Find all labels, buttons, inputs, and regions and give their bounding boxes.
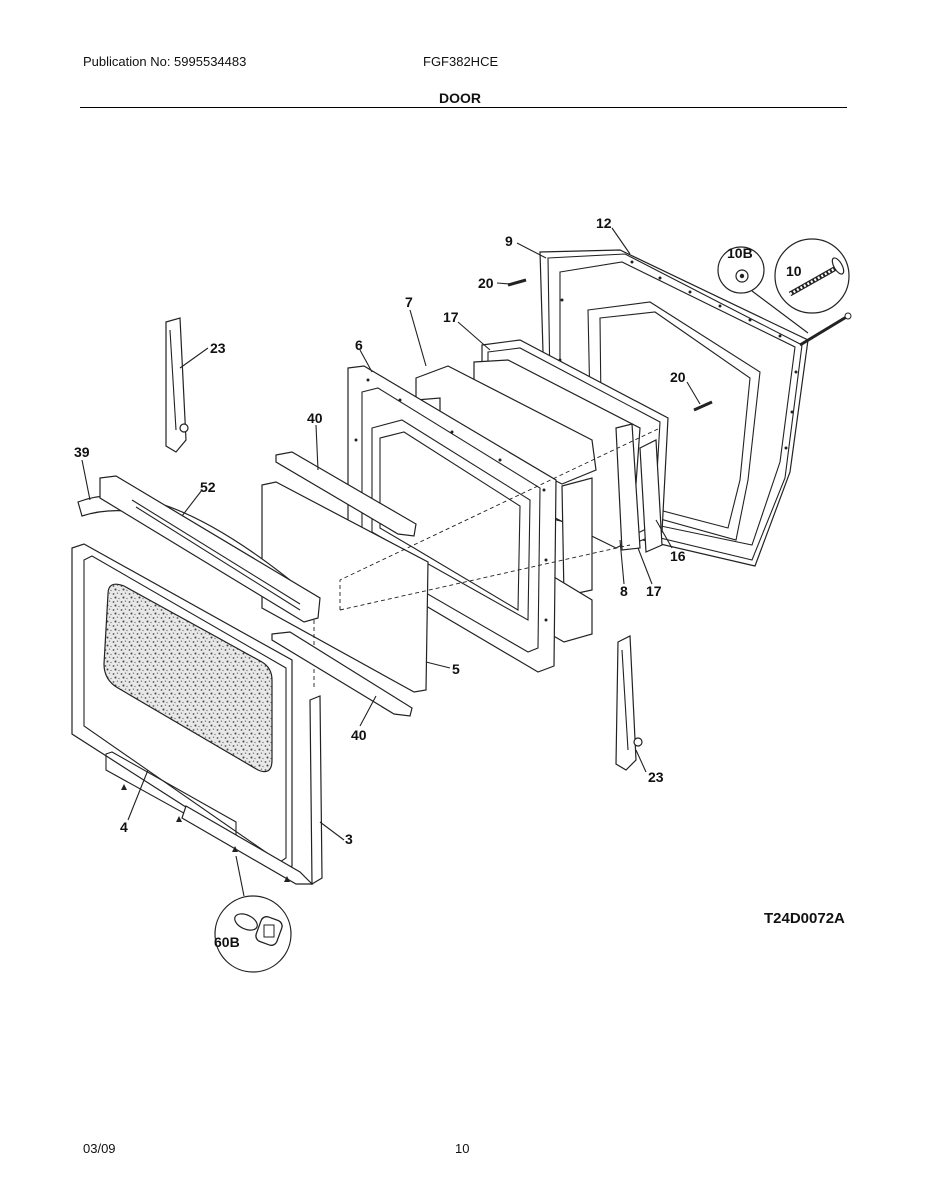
header-rule (80, 107, 847, 108)
bracket-part-40-upper (275, 451, 417, 537)
screw-part-20-right (693, 400, 713, 412)
callout-20-top: 20 (478, 275, 494, 291)
callout-39: 39 (74, 444, 90, 460)
spacer-part-16 (639, 439, 663, 553)
callout-5: 5 (452, 661, 460, 677)
inner-glass-part-5 (261, 481, 429, 693)
callout-40-bottom: 40 (351, 727, 367, 743)
callout-4: 4 (120, 819, 128, 835)
callout-10b: 10B (727, 245, 753, 261)
page-number: 10 (455, 1141, 470, 1156)
side-trim-part-3 (181, 695, 323, 886)
bottom-screws (121, 784, 290, 882)
callout-7: 7 (405, 294, 413, 310)
callout-23-top: 23 (210, 340, 226, 356)
footer-date: 03/09 (83, 1141, 116, 1156)
diagram-code: T24D0072A (764, 910, 845, 927)
callout-3: 3 (345, 831, 353, 847)
callout-6: 6 (355, 337, 363, 353)
callout-leaders (81, 227, 701, 841)
door-window-glass (103, 583, 273, 773)
callout-17-bottom: 17 (646, 583, 662, 599)
callout-17-top: 17 (443, 309, 459, 325)
leader-60b (235, 855, 245, 897)
callout-20-right: 20 (670, 369, 686, 385)
bolt-10-small (799, 312, 852, 347)
hinge-part-23-left (165, 317, 189, 453)
callout-8: 8 (620, 583, 628, 599)
callout-16: 16 (670, 548, 686, 564)
model-number: FGF382HCE (423, 54, 499, 69)
detail-washer-10b (717, 246, 765, 294)
publication-number: Publication No: 5995534483 (83, 54, 247, 69)
detail-bolt-10 (774, 238, 850, 314)
callout-12: 12 (596, 215, 612, 231)
leader-10 (751, 290, 809, 334)
callout-52: 52 (200, 479, 216, 495)
callout-60b: 60B (214, 934, 240, 950)
callout-9: 9 (505, 233, 513, 249)
callout-10: 10 (786, 263, 802, 279)
handle-trim-part-52 (99, 475, 321, 623)
section-title: DOOR (439, 90, 481, 106)
hinge-part-23-right (615, 635, 643, 771)
inner-door-panel-part-6 (347, 365, 557, 673)
callout-40-top: 40 (307, 410, 323, 426)
detail-screw-60b (214, 895, 292, 973)
glass-edge-part-17-front (615, 423, 641, 551)
screw-part-20-top (507, 278, 527, 287)
callout-23-bottom: 23 (648, 769, 664, 785)
bracket-part-40-lower (271, 631, 413, 717)
outer-door-panel-part-4 (71, 543, 293, 871)
